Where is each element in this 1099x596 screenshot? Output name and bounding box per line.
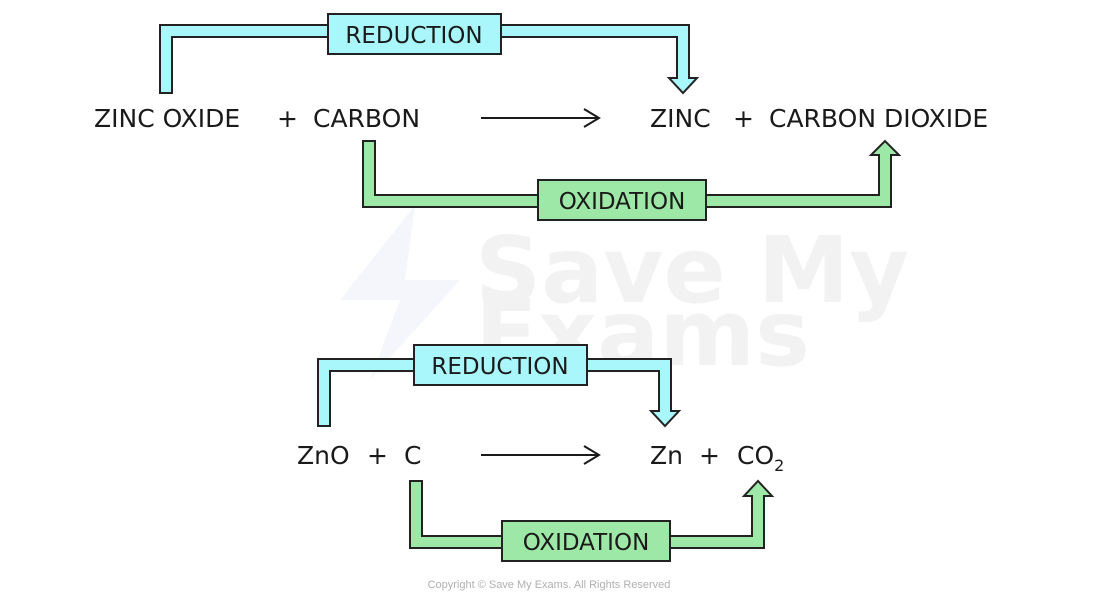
reduction-label-word: REDUCTION (345, 23, 482, 49)
oxidation-arrow-word (362, 139, 902, 208)
product-co2: CO2 (737, 441, 784, 475)
plus-sign: + (367, 441, 388, 470)
reaction-arrow-symbol (481, 445, 601, 465)
plus-sign: + (277, 104, 298, 133)
reduction-label-box-word (327, 13, 502, 55)
reactant-c: C (404, 441, 421, 470)
symbol-equation: REDUCTION ZnO + C Zn + CO2 OXIDATION (297, 344, 784, 562)
copyright-notice: Copyright © Save My Exams. All Rights Re… (428, 579, 671, 591)
reduction-label-symbol: REDUCTION (431, 354, 568, 380)
oxidation-label-symbol: OXIDATION (523, 530, 650, 556)
oxidation-label-box-word (537, 179, 707, 221)
word-equation: REDUCTION ZINC OXIDE + CARBON ZINC + CAR… (94, 13, 988, 221)
reduction-arrow-word (159, 24, 700, 95)
product-zn: Zn (650, 441, 683, 470)
product-carbon-dioxide: CARBON DIOXIDE (769, 104, 988, 133)
reactant-carbon: CARBON (313, 104, 420, 133)
plus-sign: + (733, 104, 754, 133)
oxidation-label-word: OXIDATION (559, 189, 686, 215)
oxidation-label-box-symbol (501, 520, 671, 562)
watermark-bolt-icon (340, 205, 460, 380)
product-zinc: ZINC (650, 104, 711, 133)
plus-sign: + (699, 441, 720, 470)
reduction-arrow-symbol (317, 358, 682, 428)
oxidation-arrow-symbol (409, 479, 775, 549)
reactant-zinc-oxide: ZINC OXIDE (94, 104, 240, 133)
watermark-text-line1: Save My (475, 217, 909, 324)
reduction-label-box-symbol (413, 344, 588, 386)
reactant-zno: ZnO (297, 441, 350, 470)
reaction-arrow-word (481, 108, 601, 128)
